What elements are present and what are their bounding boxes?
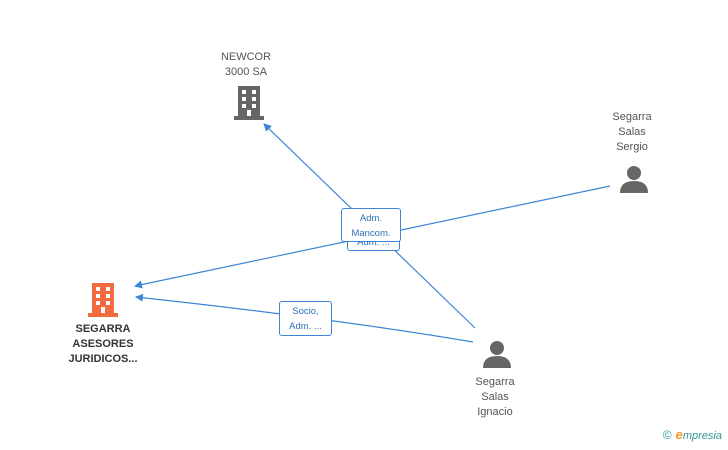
empresia-logo: ©empresia bbox=[663, 427, 722, 442]
node-label-sergio[interactable]: Segarra Salas Sergio bbox=[612, 111, 652, 153]
node-label-segarra-asesores[interactable]: SEGARRA ASESORES JURIDICOS... bbox=[68, 323, 138, 365]
edge-label-adm-mancom[interactable]: Adm. Mancom. bbox=[341, 208, 401, 242]
copyright-icon: © bbox=[662, 428, 672, 442]
node-label-newcor[interactable]: NEWCOR 3000 SA bbox=[220, 51, 272, 78]
building-main-icon[interactable] bbox=[88, 283, 118, 317]
edge-label-socio[interactable]: Socio, Adm. ... bbox=[279, 301, 332, 336]
brand-e-letter: e bbox=[675, 427, 683, 442]
person-icon[interactable] bbox=[483, 341, 511, 368]
person-icon[interactable] bbox=[620, 166, 648, 193]
brand-name: mpresia bbox=[682, 430, 722, 442]
node-label-ignacio[interactable]: Segarra Salas Ignacio bbox=[475, 376, 515, 418]
building-icon[interactable] bbox=[234, 86, 264, 120]
